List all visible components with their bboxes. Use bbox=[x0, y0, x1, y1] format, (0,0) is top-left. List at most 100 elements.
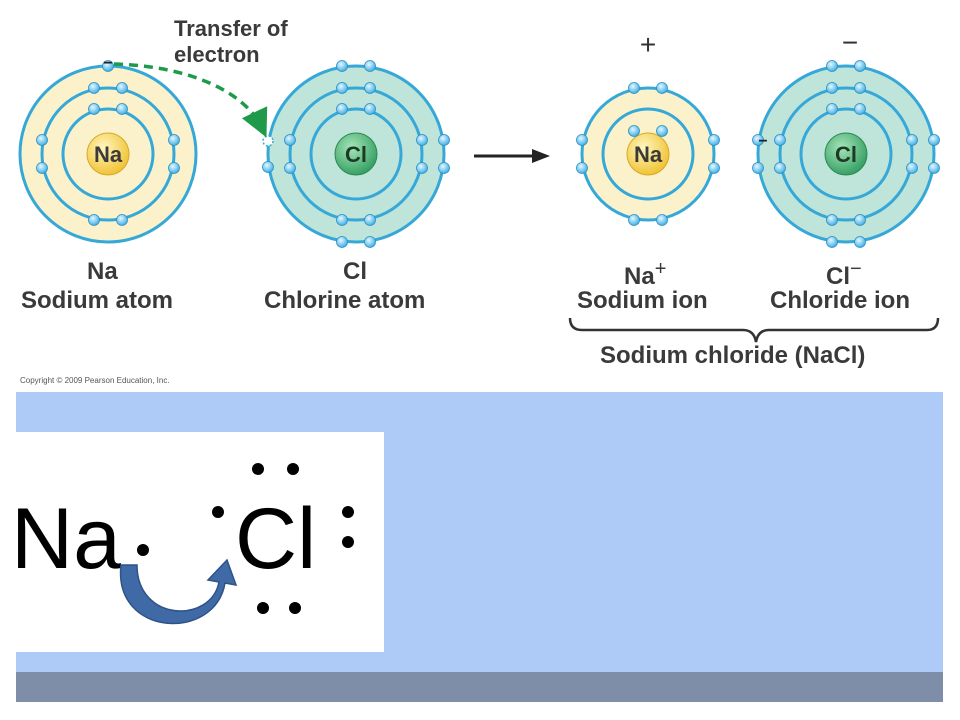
electron bbox=[576, 134, 588, 146]
sodium-atom bbox=[18, 64, 198, 244]
cl-dot-top-2 bbox=[287, 463, 299, 475]
na-ion-nucleus-symbol: Na bbox=[634, 142, 663, 167]
electron bbox=[628, 125, 640, 137]
electron bbox=[364, 60, 376, 72]
electron bbox=[752, 134, 764, 146]
cl-dot-right-1 bbox=[342, 506, 354, 518]
copyright-text: Copyright © 2009 Pearson Education, Inc. bbox=[20, 376, 170, 385]
electron bbox=[854, 103, 866, 115]
electron bbox=[774, 162, 786, 174]
chloride-ion-label-charge: − bbox=[850, 258, 862, 280]
electron bbox=[284, 134, 296, 146]
electron bbox=[284, 162, 296, 174]
sodium-ion-label: Na+ bbox=[624, 258, 666, 291]
electron bbox=[906, 162, 918, 174]
lewis-cl-symbol: Cl bbox=[235, 491, 317, 587]
electron bbox=[102, 60, 114, 72]
electron bbox=[826, 82, 838, 94]
cl-dot-right-2 bbox=[342, 536, 354, 548]
cl-dot-bottom-1 bbox=[257, 602, 269, 614]
electron bbox=[826, 60, 838, 72]
sodium-ion-label-charge: + bbox=[654, 258, 667, 280]
lewis-dots-and-arrow bbox=[119, 463, 354, 625]
electron bbox=[708, 162, 720, 174]
electron bbox=[854, 60, 866, 72]
electron bbox=[416, 134, 428, 146]
electron-transfer-arrow bbox=[113, 62, 268, 138]
electron bbox=[928, 134, 940, 146]
electron bbox=[416, 162, 428, 174]
sodium-ion-charge: + bbox=[640, 29, 656, 60]
chloride-ion-name: Chloride ion bbox=[770, 287, 910, 314]
electron bbox=[826, 236, 838, 248]
electron bbox=[36, 162, 48, 174]
cl-dot-left bbox=[212, 506, 224, 518]
chloride-ion-charge: − bbox=[842, 27, 858, 58]
sodium-ion bbox=[580, 86, 716, 222]
electron bbox=[774, 134, 786, 146]
ionic-bond-diagram: Na Cl Na Cl − − + − bbox=[18, 27, 940, 343]
lewis-transfer-arrow bbox=[119, 558, 238, 625]
cl-dot-top-1 bbox=[252, 463, 264, 475]
electron bbox=[168, 134, 180, 146]
reaction-arrow bbox=[474, 149, 550, 163]
electron bbox=[36, 134, 48, 146]
compound-name: Sodium chloride (NaCl) bbox=[600, 342, 866, 369]
na-atom-nucleus-symbol: Na bbox=[94, 142, 123, 167]
electron bbox=[364, 236, 376, 248]
electron bbox=[336, 236, 348, 248]
electron bbox=[826, 103, 838, 115]
lewis-na-symbol: Na bbox=[11, 491, 121, 587]
electron bbox=[336, 60, 348, 72]
chlorine-atom-label: Cl bbox=[343, 258, 367, 285]
electron bbox=[708, 134, 720, 146]
cl-ion-nucleus-symbol: Cl bbox=[835, 142, 857, 167]
electron bbox=[336, 214, 348, 226]
electron bbox=[906, 134, 918, 146]
sodium-ion-symbol: Na bbox=[624, 263, 655, 290]
electron bbox=[928, 162, 940, 174]
electron bbox=[168, 162, 180, 174]
chloride-ion-label: Cl− bbox=[826, 258, 862, 291]
electron bbox=[752, 162, 764, 174]
electron bbox=[854, 236, 866, 248]
electron bbox=[656, 125, 668, 137]
electron bbox=[364, 82, 376, 94]
electron bbox=[854, 214, 866, 226]
electron bbox=[116, 214, 128, 226]
electron bbox=[656, 214, 668, 226]
electron bbox=[336, 82, 348, 94]
electron bbox=[88, 82, 100, 94]
electron bbox=[656, 82, 668, 94]
electron bbox=[364, 214, 376, 226]
electron bbox=[826, 214, 838, 226]
cl-atom-nucleus-symbol: Cl bbox=[345, 142, 367, 167]
electron bbox=[576, 162, 588, 174]
sodium-atom-name: Sodium atom bbox=[21, 287, 174, 314]
electron bbox=[116, 82, 128, 94]
transfer-label-line2: electron bbox=[174, 42, 260, 67]
sodium-atom-label: Na bbox=[87, 258, 118, 285]
electron bbox=[88, 103, 100, 115]
added-electron-minus: − bbox=[758, 133, 767, 150]
electron bbox=[262, 161, 274, 173]
transferred-electron-minus: − bbox=[103, 55, 112, 72]
electron bbox=[438, 162, 450, 174]
electron bbox=[364, 103, 376, 115]
electron bbox=[628, 214, 640, 226]
chlorine-atom bbox=[266, 64, 446, 244]
chloride-ion-symbol: Cl bbox=[826, 263, 850, 290]
sodium-ion-name: Sodium ion bbox=[577, 287, 708, 314]
cl-dot-bottom-2 bbox=[289, 602, 301, 614]
electron bbox=[116, 103, 128, 115]
lewis-structure-box: Na Cl bbox=[11, 432, 384, 652]
transfer-label-line1: Transfer of bbox=[174, 16, 288, 41]
chloride-ion bbox=[756, 64, 936, 244]
electron-vacancy bbox=[262, 135, 274, 147]
na-valence-dot bbox=[137, 544, 149, 556]
footer-bar bbox=[16, 672, 943, 702]
electron bbox=[336, 103, 348, 115]
electron bbox=[438, 134, 450, 146]
compound-brace bbox=[568, 317, 940, 343]
electron bbox=[628, 82, 640, 94]
